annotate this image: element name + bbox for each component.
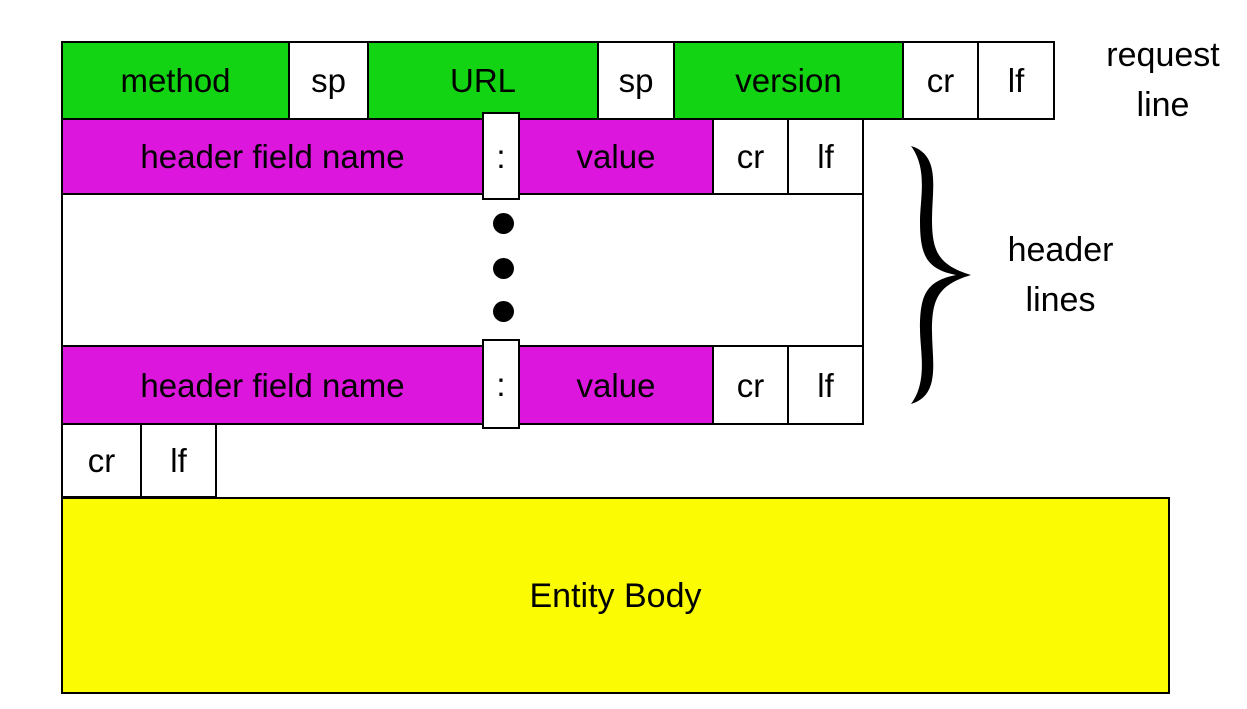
lf-box-header-line-1: lf [787, 118, 864, 195]
colon-box-1: : [482, 112, 520, 200]
request-line-label-word-1: request [1106, 36, 1220, 74]
header-lines-label-word-1: header [1007, 231, 1114, 269]
lf-box-blank-line: lf [140, 423, 217, 498]
version-box: version [673, 41, 904, 120]
request-line-label: request line [1082, 30, 1244, 130]
cr-box-header-line-1: cr [712, 118, 789, 195]
sp-box-1: sp [288, 41, 369, 120]
more-header-lines-box [61, 193, 864, 347]
entity-body-box: Entity Body [61, 497, 1170, 694]
request-line-label-word-2: line [1136, 86, 1190, 124]
right-curly-brace-icon [911, 146, 971, 404]
ellipsis-dot [493, 258, 514, 279]
ellipsis-dot [493, 213, 514, 234]
value-box-2: value [518, 345, 714, 425]
url-box: URL [367, 41, 599, 120]
header-field-name-box-2: header field name [61, 345, 484, 425]
cr-box-header-line-2: cr [712, 345, 789, 425]
lf-box-header-line-2: lf [787, 345, 864, 425]
method-box: method [61, 41, 290, 120]
header-lines-label: header lines [983, 225, 1138, 325]
cr-box-request-line: cr [902, 41, 979, 120]
sp-box-2: sp [597, 41, 675, 120]
cr-box-blank-line: cr [61, 423, 142, 498]
lf-box-request-line: lf [977, 41, 1055, 120]
colon-box-2: : [482, 339, 520, 429]
header-lines-label-word-2: lines [1025, 281, 1096, 319]
value-box-1: value [518, 118, 714, 195]
header-field-name-box-1: header field name [61, 118, 484, 195]
ellipsis-dot [493, 301, 514, 322]
